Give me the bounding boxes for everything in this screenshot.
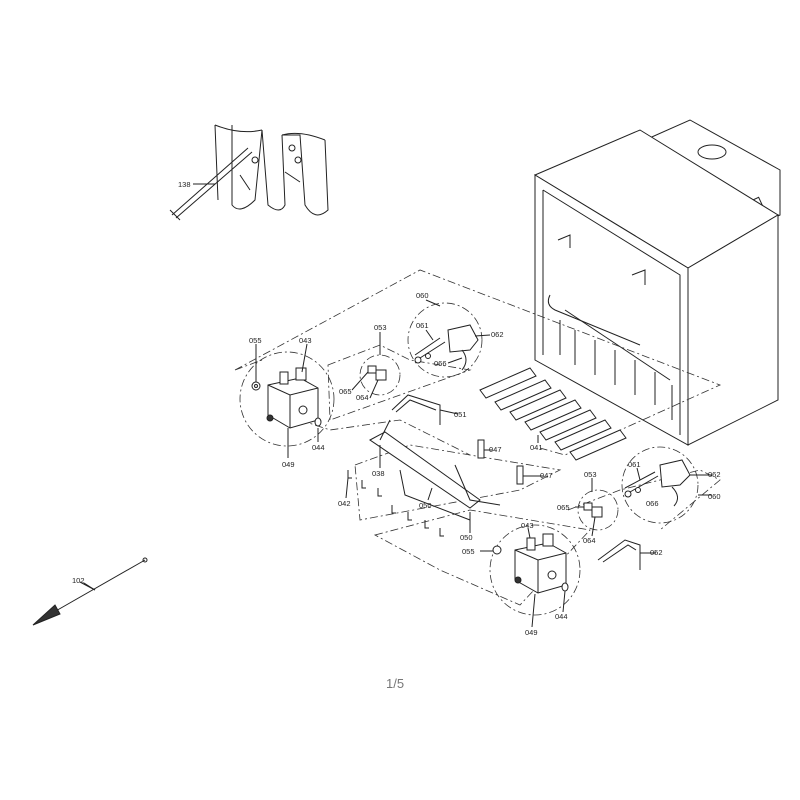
boiler-cabinet — [533, 119, 781, 446]
label-102: 102 — [72, 576, 85, 585]
pilot-tube-052 — [597, 539, 641, 570]
label-044: 044 — [312, 443, 325, 452]
label-064: 064 — [583, 536, 596, 545]
electrode-047b — [516, 465, 524, 485]
label-066: 066 — [646, 499, 659, 508]
label-061: 061 — [628, 460, 641, 469]
cleaning-brush-138 — [169, 147, 253, 221]
label-038: 038 — [372, 469, 385, 478]
label-060: 060 — [416, 291, 429, 300]
label-062: 062 — [491, 330, 504, 339]
burner-bars — [479, 367, 627, 461]
label-138: 138 — [178, 180, 191, 189]
label-047: 047 — [540, 471, 553, 480]
label-055: 055 — [462, 547, 475, 556]
nut-065 — [367, 365, 377, 374]
label-060: 060 — [708, 492, 721, 501]
label-061: 061 — [416, 321, 429, 330]
page-indicator: 1/5 — [386, 676, 405, 691]
heat-exchanger-detail — [214, 124, 329, 216]
gas-valve-left — [266, 367, 319, 429]
label-062: 062 — [708, 470, 721, 479]
label-066: 066 — [434, 359, 447, 368]
label-064: 064 — [356, 393, 369, 402]
label-044: 044 — [555, 612, 568, 621]
label-043: 043 — [521, 521, 534, 530]
gas-valve-bottom — [514, 533, 567, 594]
label-053: 053 — [584, 470, 597, 479]
label-065: 065 — [339, 387, 352, 396]
label-052: 052 — [650, 548, 663, 557]
leader-lines — [79, 299, 712, 628]
fitting-064 — [375, 369, 387, 381]
label-065: 065 — [557, 503, 570, 512]
pilot-burner-top — [414, 324, 479, 371]
label-049: 049 — [525, 628, 538, 637]
pilot-tube-051 — [391, 394, 441, 425]
label-055: 055 — [249, 336, 262, 345]
label-051: 051 — [454, 410, 467, 419]
label-043: 043 — [299, 336, 312, 345]
electrode-047a — [477, 439, 485, 459]
pilot-burner-right — [624, 459, 691, 507]
label-041: 041 — [530, 443, 543, 452]
label-050: 050 — [460, 533, 473, 542]
label-049: 049 — [282, 460, 295, 469]
label-047: 047 — [489, 445, 502, 454]
manifold-038 — [369, 419, 501, 521]
rod-102 — [32, 557, 148, 626]
label-042: 042 — [338, 499, 351, 508]
label-053: 053 — [374, 323, 387, 332]
label-050: 050 — [419, 501, 432, 510]
